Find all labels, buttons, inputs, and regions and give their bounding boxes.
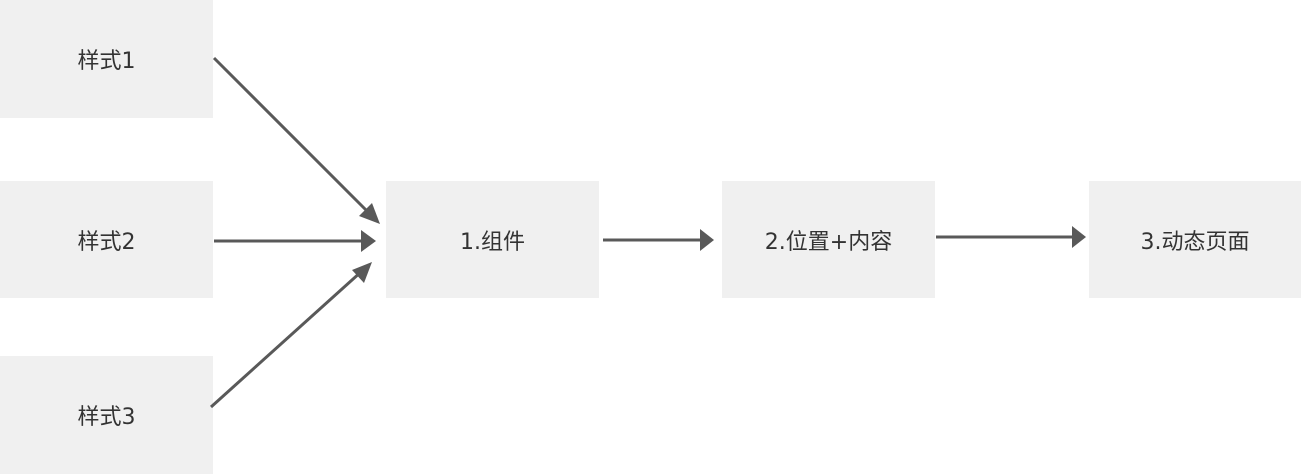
node-position-content-label: 2.位置+内容	[764, 229, 893, 255]
node-style-3: 样式3	[0, 356, 213, 474]
edge-style1-to-component	[212, 56, 373, 217]
arrowhead-style2-to-component	[361, 230, 376, 252]
arrowhead-style3-to-component	[352, 262, 372, 283]
node-dynamic-page: 3.动态页面	[1089, 181, 1301, 298]
node-style-1: 样式1	[0, 0, 213, 118]
arrowhead-style1-to-component	[359, 203, 380, 224]
node-component: 1.组件	[386, 181, 599, 298]
node-component-label: 1.组件	[460, 229, 525, 255]
node-style-2: 样式2	[0, 181, 213, 298]
node-dynamic-page-label: 3.动态页面	[1140, 229, 1250, 255]
arrowhead-component-to-position	[700, 229, 714, 251]
edge-style3-to-component	[209, 269, 364, 409]
arrowhead-position-to-dynamic	[1072, 226, 1086, 248]
node-style-1-label: 样式1	[77, 49, 136, 74]
node-style-3-label: 样式3	[77, 405, 136, 430]
node-position-content: 2.位置+内容	[722, 181, 935, 298]
node-style-2-label: 样式2	[77, 229, 136, 255]
